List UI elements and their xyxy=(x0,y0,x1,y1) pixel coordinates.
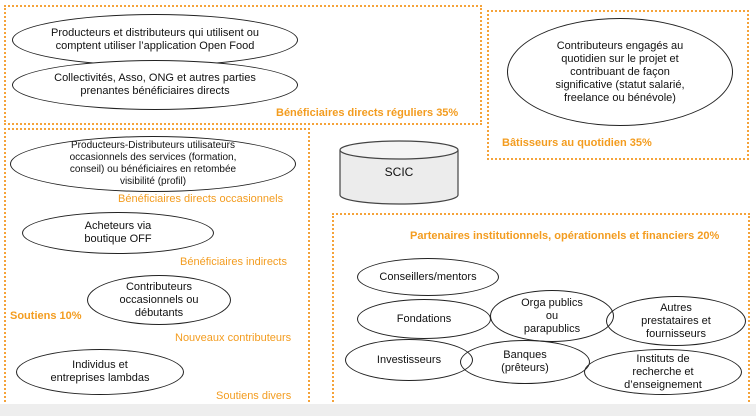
ellipse-individus-entreprises: Individus et entreprises lambdas xyxy=(16,349,184,395)
ellipse-collectivites: Collectivités, Asso, ONG et autres parti… xyxy=(12,60,298,110)
group-label-partenaires: Partenaires institutionnels, opérationne… xyxy=(410,230,720,242)
ellipse-fondations: Fondations xyxy=(357,299,491,339)
bottom-scrollbar-strip xyxy=(0,404,756,416)
ellipse-banques: Banques (prêteurs) xyxy=(460,340,590,384)
subgroup-label-soutiens-divers: Soutiens divers xyxy=(216,390,292,402)
subgroup-label-beneficiaires-indirects: Bénéficiaires indirects xyxy=(180,256,287,268)
group-label-soutiens: Soutiens 10% xyxy=(10,310,82,322)
ellipse-conseillers: Conseillers/mentors xyxy=(357,258,499,296)
ellipse-autres-prestataires: Autres prestataires et fournisseurs xyxy=(606,296,746,346)
group-box-beneficiaires-reguliers xyxy=(4,5,482,125)
subgroup-label-nouveaux-contributeurs: Nouveaux contributeurs xyxy=(175,332,292,344)
ellipse-instituts: Instituts de recherche et d’enseignement xyxy=(584,349,742,395)
group-label-beneficiaires-reguliers: Bénéficiaires directs réguliers 35% xyxy=(276,107,459,119)
ellipse-acheteurs: Acheteurs via boutique OFF xyxy=(22,212,214,254)
scic-label: SCIC xyxy=(384,165,414,179)
ellipse-contributeurs-engages: Contributeurs engagés au quotidien sur l… xyxy=(507,18,733,126)
scic-cylinder xyxy=(339,140,459,205)
ellipse-orga-publics: Orga publics ou parapublics xyxy=(490,290,614,342)
ellipse-contributeurs-occasionnels: Contributeurs occasionnels ou débutants xyxy=(87,275,231,325)
group-label-batisseurs: Bâtisseurs au quotidien 35% xyxy=(502,137,652,149)
ellipse-investisseurs: Investisseurs xyxy=(345,339,473,381)
subgroup-label-beneficiaires-occasionnels: Bénéficiaires directs occasionnels xyxy=(118,193,284,205)
ellipse-producteurs-distributeurs: Producteurs et distributeurs qui utilise… xyxy=(12,14,298,66)
group-box-batisseurs xyxy=(487,10,749,160)
ellipse-producteurs-occasionnels: Producteurs-Distributeurs utilisateurs o… xyxy=(10,136,296,192)
